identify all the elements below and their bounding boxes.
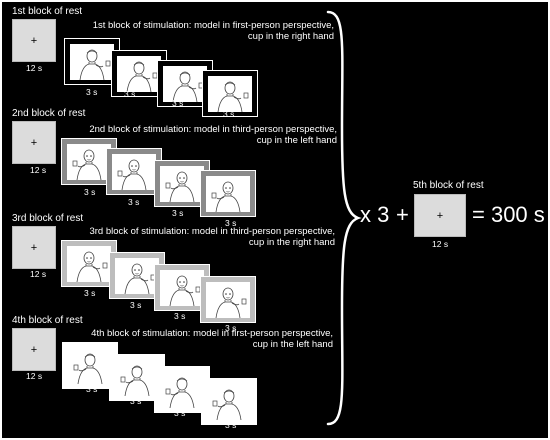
fixation-cross: + (30, 343, 38, 356)
stim-block-4-title-line2: cup in the left hand (252, 339, 333, 350)
stim-block-3-title-line1: 3rd block of stimulation: model in third… (89, 226, 335, 237)
rest-block-2-duration: 12 s (30, 165, 47, 175)
stim-block-3-frame-1 (61, 240, 117, 287)
stim-block-3-frame-1-duration: 3 s (84, 288, 96, 298)
stim-block-4-frame-1 (62, 342, 118, 389)
fixation-cross: + (30, 136, 38, 149)
model-photo (117, 55, 161, 92)
stim-block-1-title-line2: cup in the right hand (247, 31, 334, 42)
rest-block-2-label: 2nd block of rest (12, 108, 86, 119)
stim-block-4-title-line1: 4th block of stimulation: model in first… (91, 328, 333, 339)
model-photo (206, 281, 250, 318)
stim-block-4-frame-3 (154, 366, 210, 413)
stim-block-2-frame-4 (200, 170, 256, 217)
model-photo (68, 347, 112, 384)
model-photo (208, 75, 252, 112)
rest-block-3-label: 3rd block of rest (12, 213, 84, 224)
total-duration: = 300 s (472, 202, 545, 227)
stim-block-3-frame-2-duration: 3 s (130, 300, 142, 310)
model-photo (163, 65, 207, 102)
stim-block-4-frame-3-duration: 3 s (174, 408, 186, 418)
stim-block-1-frame-3-duration: 3 s (172, 98, 184, 108)
rest-block-1-label: 1st block of rest (12, 6, 83, 17)
stim-block-3-frame-4 (200, 276, 256, 323)
stim-block-2-frame-1-duration: 3 s (84, 187, 96, 197)
stim-block-4-frame-4 (201, 378, 257, 425)
fixation-cross: + (30, 34, 38, 47)
final-rest-screen: + (414, 194, 466, 237)
stim-block-3-title: 3rd block of stimulation: model in third… (64, 226, 335, 248)
model-photo (160, 371, 204, 408)
fixation-cross: + (30, 241, 38, 254)
model-photo (160, 165, 204, 202)
stim-block-1-frame-2-duration: 3 s (124, 89, 136, 99)
stim-block-4-frame-4-duration: 3 s (225, 420, 237, 430)
model-photo (207, 383, 251, 420)
stim-block-3-title-line2: cup in the right hand (248, 237, 335, 248)
repeat-multiplier: x 3 (360, 202, 390, 227)
fixation-cross: + (436, 209, 444, 222)
stim-block-3-frame-3-duration: 3 s (174, 311, 186, 321)
model-photo (115, 257, 159, 294)
stim-block-4-frame-2 (109, 354, 165, 401)
rest-block-4-duration: 12 s (26, 371, 43, 381)
plus-sign: + (396, 202, 409, 227)
stim-block-2-title: 2nd block of stimulation: model in third… (64, 124, 337, 146)
model-photo (70, 43, 114, 80)
stim-block-2-frame-4-duration: 3 s (225, 218, 237, 228)
repeat-brace (326, 10, 362, 426)
rest-block-1-screen: + (12, 19, 56, 62)
rest-block-2-screen: + (12, 121, 56, 164)
stim-block-1-frame-1 (64, 38, 120, 85)
stim-block-2-frame-3-duration: 3 s (172, 208, 184, 218)
final-rest-label: 5th block of rest (413, 180, 484, 191)
model-photo (115, 359, 159, 396)
model-photo (206, 175, 250, 212)
stim-block-4-title: 4th block of stimulation: model in first… (64, 328, 333, 350)
stim-block-1-title-line1: 1st block of stimulation: model in first… (92, 20, 334, 31)
model-photo (112, 153, 156, 190)
model-photo (160, 269, 204, 306)
stim-block-1-frame-1-duration: 3 s (86, 87, 98, 97)
stim-block-2-title-line2: cup in the left hand (256, 135, 337, 146)
stim-block-4-frame-2-duration: 3 s (130, 396, 142, 406)
stim-block-1-frame-4-duration: 3 s (223, 109, 235, 119)
stim-block-1-frame-4 (202, 70, 258, 117)
rest-block-4-label: 4th block of rest (12, 315, 83, 326)
rest-block-3-screen: + (12, 226, 56, 269)
stim-block-3-frame-4-duration: 3 s (225, 323, 237, 333)
stim-block-2-frame-2 (106, 148, 162, 195)
model-photo (67, 143, 111, 180)
stim-block-2-title-line1: 2nd block of stimulation: model in third… (89, 124, 337, 135)
rest-block-4-screen: + (12, 328, 56, 371)
stim-block-2-frame-2-duration: 3 s (128, 197, 140, 207)
final-rest-duration: 12 s (432, 239, 449, 249)
stim-block-4-frame-1-duration: 3 s (86, 384, 98, 394)
rest-block-1-duration: 12 s (26, 63, 43, 73)
rest-block-3-duration: 12 s (30, 269, 47, 279)
stim-block-3-frame-2 (109, 252, 165, 299)
stim-block-1-title: 1st block of stimulation: model in first… (76, 20, 334, 42)
model-photo (67, 245, 111, 282)
